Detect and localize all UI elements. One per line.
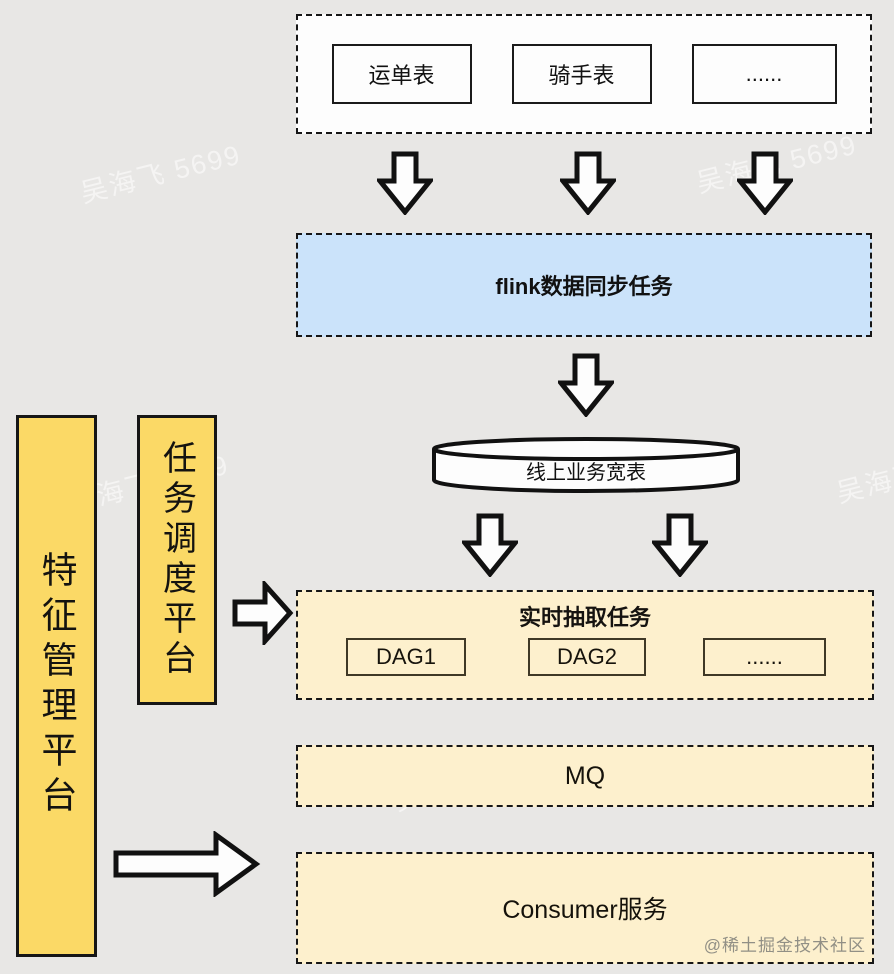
feature-management-platform-box: 特征管理平台 [16, 415, 97, 957]
community-credit-watermark: @稀土掘金技术社区 [703, 936, 866, 955]
online-wide-table-label: 线上业务宽表 [526, 462, 646, 484]
down-arrow-icon [462, 513, 518, 577]
source-table-rider: 骑手表 [511, 44, 652, 104]
flink-sync-task-box: flink数据同步任务 [296, 233, 872, 337]
task-scheduling-platform-box: 任务调度平台 [137, 415, 217, 705]
dag1-box: DAG1 [346, 638, 466, 676]
dag-more-box: ...... [703, 638, 826, 676]
mq-label: MQ [564, 761, 606, 790]
right-arrow-icon [232, 581, 294, 645]
realtime-extract-task-box: 实时抽取任务 DAG1 DAG2 ...... [296, 590, 874, 700]
online-wide-table-db: 线上业务宽表 [430, 436, 742, 494]
consumer-service-box: Consumer服务 @稀土掘金技术社区 [296, 852, 874, 964]
down-arrow-icon [652, 513, 708, 577]
source-tables-group: 运单表 骑手表 ...... [296, 14, 872, 134]
down-arrow-icon [558, 353, 614, 417]
down-arrow-icon [560, 151, 616, 215]
down-arrow-icon [377, 151, 433, 215]
watermark-text: 吴海飞 5699 [833, 439, 894, 509]
task-scheduling-platform-label: 任务调度平台 [157, 440, 196, 680]
dag2-box: DAG2 [528, 638, 646, 676]
flink-sync-task-label: flink数据同步任务 [495, 274, 673, 299]
watermark-text: 吴海飞 5699 [77, 139, 245, 209]
consumer-service-label: Consumer服务 [502, 896, 668, 924]
down-arrow-icon [737, 151, 793, 215]
feature-management-platform-label: 特征管理平台 [36, 551, 78, 821]
mq-box: MQ [296, 745, 874, 807]
source-table-more: ...... [691, 44, 837, 104]
database-cylinder-icon [432, 437, 740, 493]
right-arrow-icon [113, 831, 261, 897]
realtime-extract-task-title: 实时抽取任务 [518, 605, 651, 630]
source-table-waybill: 运单表 [331, 44, 472, 104]
